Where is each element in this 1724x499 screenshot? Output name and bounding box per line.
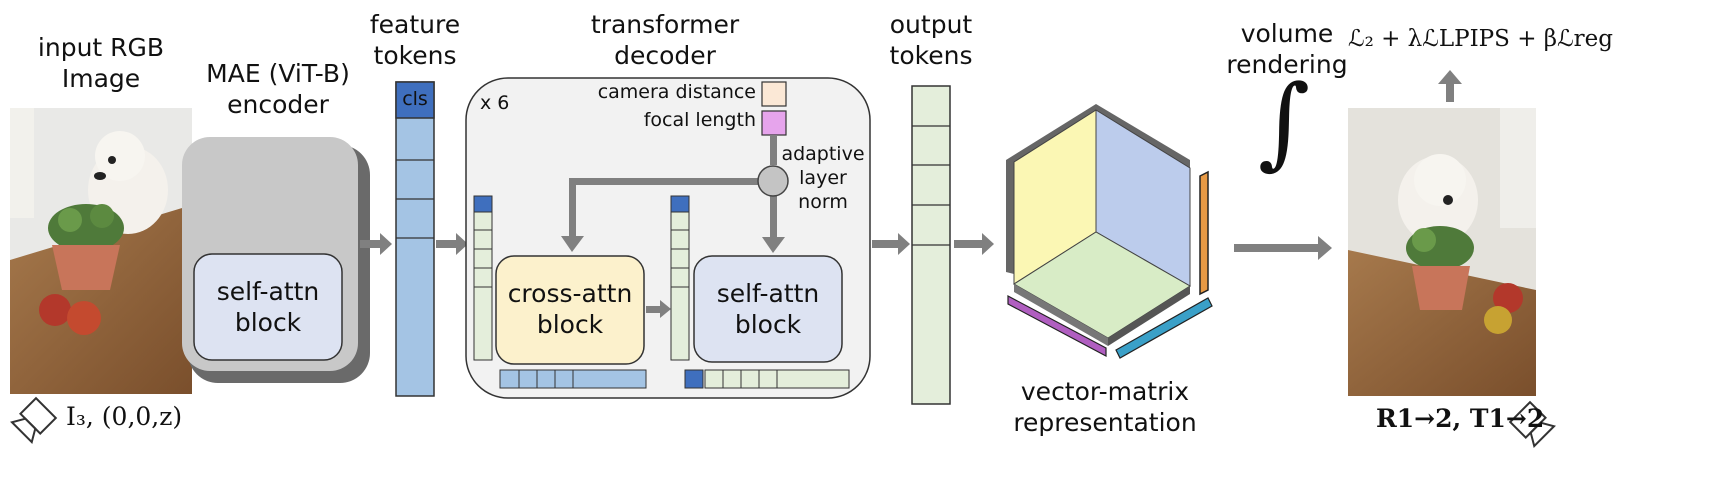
focal-length-label: focal length [643, 109, 756, 131]
cls-token-label: cls [402, 88, 428, 110]
tri-plane-representation [1006, 104, 1213, 359]
camera-distance-label: camera distance [597, 81, 756, 103]
output-pose-label: R1→2, T1→2 [1376, 404, 1545, 433]
feature-token-column [395, 81, 435, 397]
output-tokens-title: output tokens [889, 10, 973, 71]
repeat-count: x 6 [480, 92, 510, 114]
camera-distance-swatch [761, 81, 787, 107]
input-camera-icon [10, 396, 58, 444]
feature-tokens-title: feature tokens [369, 10, 461, 71]
feature-token-row [499, 369, 647, 389]
encoder-box [182, 137, 370, 383]
input-image-title: input RGB Image [37, 33, 165, 94]
cross-attn-block [495, 255, 645, 365]
encoder-title: MAE (ViT-B) encoder [206, 59, 350, 120]
output-camera-icon [1508, 400, 1556, 448]
input-image [10, 108, 192, 394]
encoder-block-label: self-attn block [216, 277, 320, 338]
arrow-render-to-output [1234, 236, 1332, 260]
decoder-mid-tokens [670, 195, 690, 361]
adaptive-norm-wiring [561, 135, 785, 253]
volume-rendering-title: volume rendering [1226, 19, 1348, 80]
adaptive-norm-node [757, 165, 789, 197]
arrow-features-to-decoder [436, 233, 468, 255]
decoder-title: transformer decoder [590, 10, 740, 71]
arrow-decoder-to-output [872, 233, 910, 255]
decoder-query-tokens [473, 195, 493, 361]
arrow-output-to-loss [1438, 70, 1462, 102]
output-image [1348, 108, 1536, 396]
focal-length-swatch [761, 110, 787, 136]
output-token-column [911, 85, 951, 405]
representation-title: vector-matrix representation [1013, 377, 1197, 438]
arrow-output-to-representation [954, 233, 994, 255]
decoder-token-row [684, 369, 850, 389]
input-pose-label: I₃, (0,0,z) [66, 402, 183, 431]
cross-attn-label: cross-attn block [507, 279, 633, 340]
integral-icon: ∫ [1258, 63, 1311, 180]
loss-formula: ℒ₂ + λℒLPIPS + βℒreg [1348, 26, 1613, 52]
arrow-cross-to-self [646, 300, 671, 318]
decoder-self-attn-block [693, 255, 843, 363]
arrow-encoder-to-features [360, 233, 392, 255]
adaptive-norm-label: adaptive layer norm [781, 143, 865, 213]
decoder-self-attn-label: self-attn block [716, 279, 820, 340]
